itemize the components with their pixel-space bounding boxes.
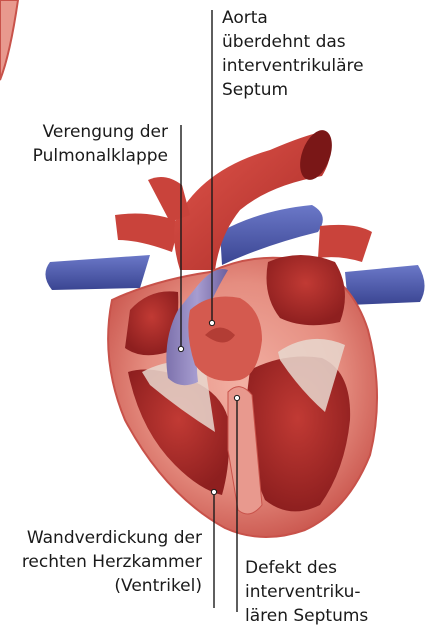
leader-dot-wall [211, 489, 216, 494]
label-septal-defect: Defekt des interventriku- lären Septums [245, 556, 368, 628]
right-pulmonary-artery [318, 225, 372, 262]
right-pulmonary-vein [345, 265, 425, 305]
left-atrium [267, 255, 345, 325]
label-pulmonary-valve: Verengung der Pulmonalklappe [33, 120, 168, 168]
corner-tissue-fragment [0, 0, 18, 80]
left-pulmonary-vein [45, 255, 150, 290]
label-wall-thickening: Wandverdickung der rechten Herzkammer (V… [22, 526, 202, 598]
leader-dot-aorta [209, 320, 214, 325]
leader-dot-defect [234, 395, 239, 400]
leader-dot-pulmonary [178, 346, 183, 351]
label-aorta: Aorta überdehnt das interventrikuläre Se… [222, 6, 364, 102]
